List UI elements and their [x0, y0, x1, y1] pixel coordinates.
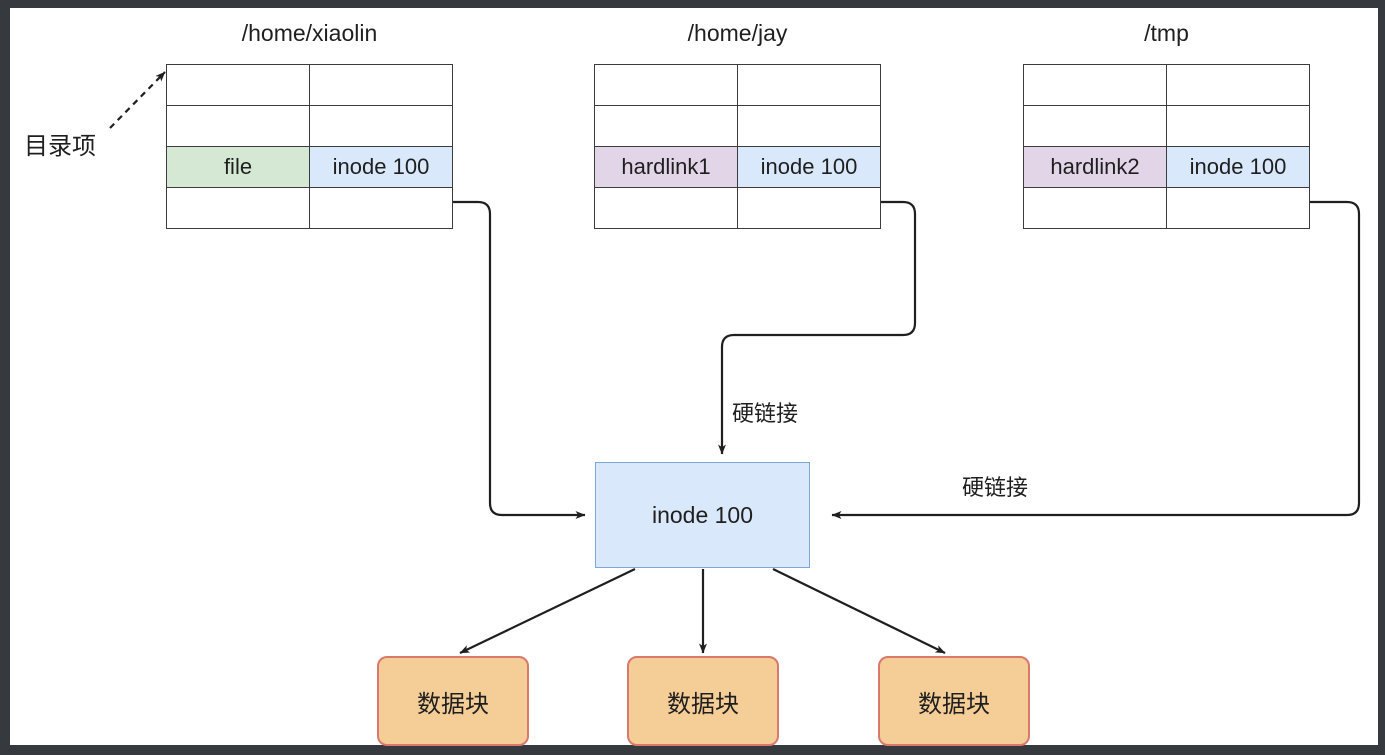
cell-inode[interactable] — [737, 187, 881, 229]
directory-title: /home/jay — [687, 20, 788, 46]
diagram-paper: 目录项 /home/xiaolin file inode 100 — [10, 8, 1378, 746]
dir-entry-pointer-edge — [109, 71, 166, 129]
table-row-highlighted[interactable]: file inode 100 — [166, 146, 453, 188]
cell-inode[interactable] — [1166, 187, 1310, 229]
cell-inode-100[interactable]: inode 100 — [309, 146, 453, 188]
dir-entry-label: 目录项 — [24, 133, 96, 160]
data-block-label: 数据块 — [667, 690, 739, 718]
data-block-2[interactable]: 数据块 — [627, 656, 779, 746]
cell-name[interactable] — [594, 105, 738, 147]
cell-name[interactable] — [1023, 187, 1167, 229]
table-row[interactable] — [166, 187, 453, 229]
cell-name[interactable] — [166, 105, 310, 147]
table-row[interactable] — [166, 105, 453, 147]
table-row-highlighted[interactable]: hardlink1 inode 100 — [594, 146, 881, 188]
cell-inode[interactable] — [737, 64, 881, 106]
edge-inode-to-datablock-1 — [459, 568, 636, 654]
cell-name-hardlink1[interactable]: hardlink1 — [594, 146, 738, 188]
data-block-label: 数据块 — [918, 690, 990, 718]
cell-name[interactable] — [594, 64, 738, 106]
cell-inode-100[interactable]: inode 100 — [1166, 146, 1310, 188]
cell-inode[interactable] — [737, 105, 881, 147]
cell-name[interactable] — [1023, 105, 1167, 147]
data-block-label: 数据块 — [417, 690, 489, 718]
cell-inode[interactable] — [309, 64, 453, 106]
data-block-3[interactable]: 数据块 — [878, 656, 1030, 746]
table-row[interactable] — [1023, 187, 1310, 229]
table-row[interactable] — [1023, 105, 1310, 147]
directory-title: /home/xiaolin — [241, 20, 378, 46]
cell-name-hardlink2[interactable]: hardlink2 — [1023, 146, 1167, 188]
directory-table: hardlink2 inode 100 — [1023, 64, 1310, 229]
cell-name-file[interactable]: file — [166, 146, 310, 188]
cell-inode[interactable] — [1166, 105, 1310, 147]
cell-inode[interactable] — [309, 105, 453, 147]
inode-node[interactable]: inode 100 — [595, 462, 810, 568]
cell-inode[interactable] — [309, 187, 453, 229]
cell-name[interactable] — [1023, 64, 1167, 106]
edge-tmp-to-inode — [831, 200, 1361, 519]
table-row[interactable] — [166, 64, 453, 106]
directory-title: /tmp — [1144, 20, 1189, 46]
cell-inode-100[interactable]: inode 100 — [737, 146, 881, 188]
cell-name[interactable] — [166, 64, 310, 106]
table-row[interactable] — [594, 187, 881, 229]
table-row[interactable] — [594, 64, 881, 106]
directory-table: file inode 100 — [166, 64, 453, 229]
directory-table: hardlink1 inode 100 — [594, 64, 881, 229]
table-row[interactable] — [1023, 64, 1310, 106]
cell-name[interactable] — [594, 187, 738, 229]
edge-label-hardlink-center: 硬链接 — [732, 401, 799, 426]
inode-label: inode 100 — [651, 501, 754, 528]
edge-inode-to-datablock-3 — [772, 568, 946, 654]
data-block-1[interactable]: 数据块 — [377, 656, 529, 746]
table-row-highlighted[interactable]: hardlink2 inode 100 — [1023, 146, 1310, 188]
cell-inode[interactable] — [1166, 64, 1310, 106]
cell-name[interactable] — [166, 187, 310, 229]
edge-xiaolin-to-inode — [453, 200, 586, 519]
table-row[interactable] — [594, 105, 881, 147]
edge-label-hardlink-right: 硬链接 — [962, 475, 1029, 500]
